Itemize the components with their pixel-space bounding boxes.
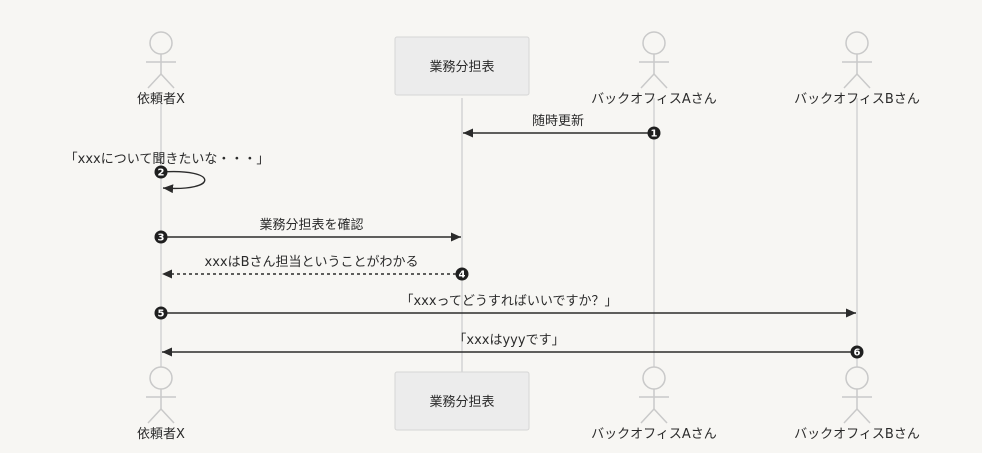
participant-label-officeB-bottom: バックオフィスBさん <box>794 427 920 442</box>
actor-client-top <box>146 31 176 89</box>
message-3: 業務分担表を確認 3 <box>154 217 461 244</box>
actor-officeB-top <box>842 31 872 89</box>
message-label: 「xxxってどうすればいいですか？」 <box>400 294 617 309</box>
step-badge-circle <box>154 165 168 179</box>
actor-officeA-top <box>639 31 669 89</box>
step-badge-number: 2 <box>158 168 165 179</box>
actor-head <box>642 31 666 55</box>
step-badge-circle <box>154 230 168 244</box>
step-badge-number: 3 <box>158 233 165 244</box>
message-label: 業務分担表を確認 <box>259 217 363 233</box>
actor-left-leg <box>843 73 858 89</box>
participant-box-label: 業務分担表 <box>429 59 494 75</box>
step-badge: 3 <box>154 230 168 244</box>
actor-right-leg <box>160 408 175 424</box>
message-label: 「xxxはyyyです」 <box>453 333 564 348</box>
actor-head <box>845 366 869 390</box>
step-badge: 1 <box>647 126 661 140</box>
step-badge-circle <box>850 345 864 359</box>
actor-right-leg <box>160 73 175 89</box>
actor-client-bottom <box>146 366 176 424</box>
participant-box-rect <box>394 371 530 431</box>
step-badge-circle <box>154 306 168 320</box>
self-message-arrow <box>160 170 206 194</box>
actor-head <box>149 366 173 390</box>
participant-label-officeA-top: バックオフィスAさん <box>591 92 717 107</box>
actor-left-leg <box>147 73 162 89</box>
participant-box-label: 業務分担表 <box>429 394 494 410</box>
participant-label-client-bottom: 依頼者X <box>137 427 185 442</box>
step-badge-number: 1 <box>651 129 658 140</box>
actor-head <box>845 31 869 55</box>
participant-label-officeA-bottom: バックオフィスAさん <box>591 427 717 442</box>
step-badge-circle <box>647 126 661 140</box>
message-5: 「xxxってどうすればいいですか？」 5 <box>154 294 856 320</box>
actor-officeA-bottom <box>639 366 669 424</box>
step-badge: 4 <box>455 267 469 281</box>
step-badge-number: 4 <box>459 270 466 281</box>
participant-box-bottom: 業務分担表 <box>394 371 530 431</box>
step-badge: 6 <box>850 345 864 359</box>
message-6: 「xxxはyyyです」 6 <box>162 333 864 359</box>
actor-head <box>642 366 666 390</box>
actor-right-leg <box>856 408 871 424</box>
message-2: 「xxxについて聞きたいな・・・」2 <box>65 152 270 194</box>
actor-left-leg <box>640 73 655 89</box>
step-badge-circle <box>455 267 469 281</box>
step-badge-number: 6 <box>854 348 861 359</box>
message-label: xxxはBさん担当ということがわかる <box>205 255 419 270</box>
message-label: 随時更新 <box>532 113 584 129</box>
actor-left-leg <box>843 408 858 424</box>
participant-box-rect <box>394 36 530 96</box>
actor-right-leg <box>856 73 871 89</box>
participant-label-client-top: 依頼者X <box>137 92 185 107</box>
actor-head <box>149 31 173 55</box>
actor-officeB-bottom <box>842 366 872 424</box>
actor-left-leg <box>147 408 162 424</box>
actor-right-leg <box>653 408 668 424</box>
step-badge-number: 5 <box>158 309 165 320</box>
message-label: 「xxxについて聞きたいな・・・」 <box>65 152 270 167</box>
message-1: 随時更新 1 <box>463 113 661 140</box>
participant-box-top: 業務分担表 <box>394 36 530 96</box>
step-badge: 2 <box>154 165 168 179</box>
message-4: xxxはBさん担当ということがわかる 4 <box>162 255 469 281</box>
step-badge: 5 <box>154 306 168 320</box>
actor-left-leg <box>640 408 655 424</box>
actor-right-leg <box>653 73 668 89</box>
participant-label-officeB-top: バックオフィスBさん <box>794 92 920 107</box>
